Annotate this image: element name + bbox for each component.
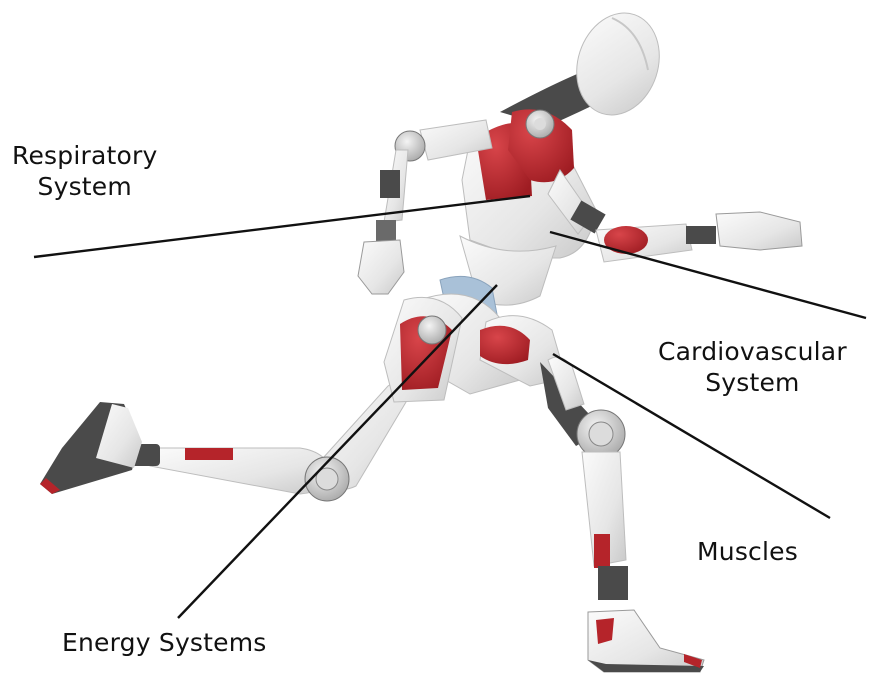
energy-systems-label: Energy Systems bbox=[62, 627, 267, 658]
respiratory-system-label: Respiratory System bbox=[12, 140, 157, 202]
back-leg-red-band bbox=[185, 448, 233, 460]
front-arm bbox=[548, 170, 802, 262]
back-hand bbox=[358, 240, 404, 294]
respiratory-label-line-1: Respiratory bbox=[12, 140, 157, 171]
front-hand bbox=[716, 212, 802, 250]
head bbox=[500, 2, 672, 126]
respiratory-label-line-2: System bbox=[12, 171, 157, 202]
back-leg bbox=[40, 382, 412, 501]
energy-label-text: Energy Systems bbox=[62, 627, 267, 658]
cardiovascular-leader-line bbox=[550, 232, 866, 318]
muscles-label-text: Muscles bbox=[697, 536, 798, 567]
muscles-label: Muscles bbox=[697, 536, 798, 567]
cardiovascular-label-line-2: System bbox=[658, 367, 847, 398]
cardiovascular-label-line-1: Cardiovascular bbox=[658, 336, 847, 367]
near-thigh bbox=[384, 297, 462, 402]
cardiovascular-system-label: Cardiovascular System bbox=[658, 336, 847, 398]
respiratory-leader-line bbox=[34, 196, 530, 257]
